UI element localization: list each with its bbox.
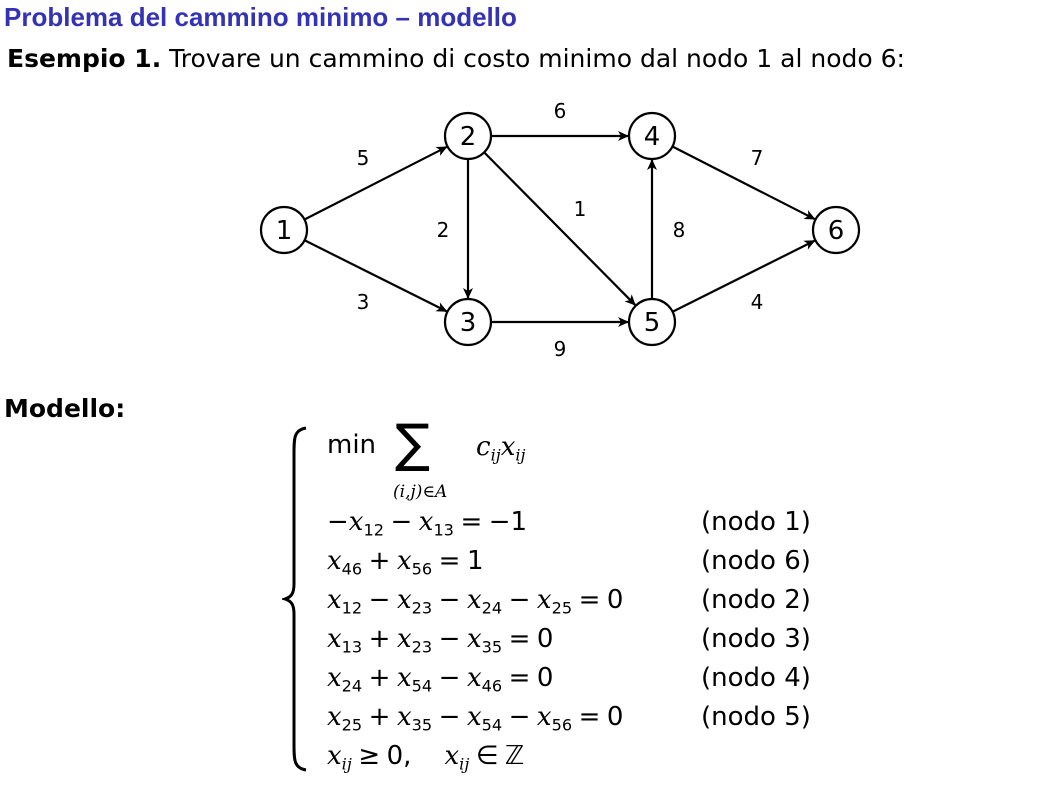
summation-symbol: ∑ [395, 414, 431, 474]
constraint-node-6: x46+x56=1 [327, 546, 484, 579]
edges-layer: 5 3 2 6 1 9 8 7 4 [303, 99, 816, 361]
node-circle [627, 111, 677, 161]
tag-nodo-1: (nodo 1) [701, 507, 811, 537]
tag-nodo-6: (nodo 6) [701, 546, 811, 576]
example-statement: Esempio 1. Trovare un cammino di costo m… [7, 44, 905, 73]
node-label: 4 [644, 122, 661, 152]
tag-nodo-4: (nodo 4) [701, 663, 811, 693]
node-circle [443, 111, 493, 161]
edge-1-3 [304, 239, 448, 313]
node-4: 4 [627, 111, 677, 161]
node-2: 2 [443, 111, 493, 161]
constraint-node-4: x24+x54−x46=0 [327, 663, 554, 696]
node-label: 3 [460, 308, 477, 338]
constraint-node-2: x12−x23−x24−x25=0 [327, 585, 624, 618]
node-1: 1 [259, 205, 309, 255]
edge-cost-3-5: 9 [554, 337, 567, 361]
edge-cost-1-2: 5 [357, 146, 370, 170]
edge-cost-2-3: 2 [437, 218, 450, 242]
constraint-node-3: x13+x23−x35=0 [327, 624, 554, 657]
node-circle [443, 297, 493, 347]
node-circle [811, 205, 861, 255]
constraint-node-5: x25+x35−x54−x56=0 [327, 702, 624, 735]
edge-5-6 [672, 239, 816, 313]
node-5: 5 [627, 297, 677, 347]
nodes-layer: 1 2 3 4 5 6 [259, 111, 861, 347]
node-circle [259, 205, 309, 255]
edge-cost-2-5: 1 [574, 197, 587, 221]
edge-2-5 [483, 151, 636, 306]
left-brace [282, 426, 307, 772]
node-circle [627, 297, 677, 347]
objective-term: cijxij [476, 432, 526, 465]
slide-title: Problema del cammino minimo – modello [4, 2, 517, 32]
constraint-node-1: −x12−x13=−1 [327, 507, 528, 540]
constraint-domain: xij≥0, xij∈ℤ [327, 741, 525, 774]
node-label: 1 [276, 216, 293, 246]
node-label: 5 [644, 308, 661, 338]
edge-4-6 [671, 145, 816, 221]
edge-cost-5-4: 8 [673, 218, 686, 242]
summation-index: (i,j)∈A [393, 482, 448, 502]
tag-nodo-3: (nodo 3) [701, 624, 811, 654]
node-3: 3 [443, 297, 493, 347]
edge-cost-1-3: 3 [357, 290, 370, 314]
tag-nodo-5: (nodo 5) [701, 702, 811, 732]
edge-1-2 [303, 145, 448, 221]
edge-cost-4-6: 7 [751, 146, 764, 170]
node-label: 2 [460, 122, 477, 152]
node-6: 6 [811, 205, 861, 255]
model-heading: Modello: [4, 394, 126, 423]
edge-cost-5-6: 4 [751, 290, 764, 314]
example-text: Trovare un cammino di costo minimo dal n… [169, 44, 905, 73]
example-label: Esempio 1. [7, 44, 162, 73]
tag-nodo-2: (nodo 2) [701, 585, 811, 615]
objective-min: min [327, 430, 377, 460]
edge-cost-2-4: 6 [554, 99, 567, 123]
node-label: 6 [828, 216, 845, 246]
shortest-path-graph: 5 3 2 6 1 9 8 7 4 1 2 3 4 5 6 [259, 99, 861, 361]
